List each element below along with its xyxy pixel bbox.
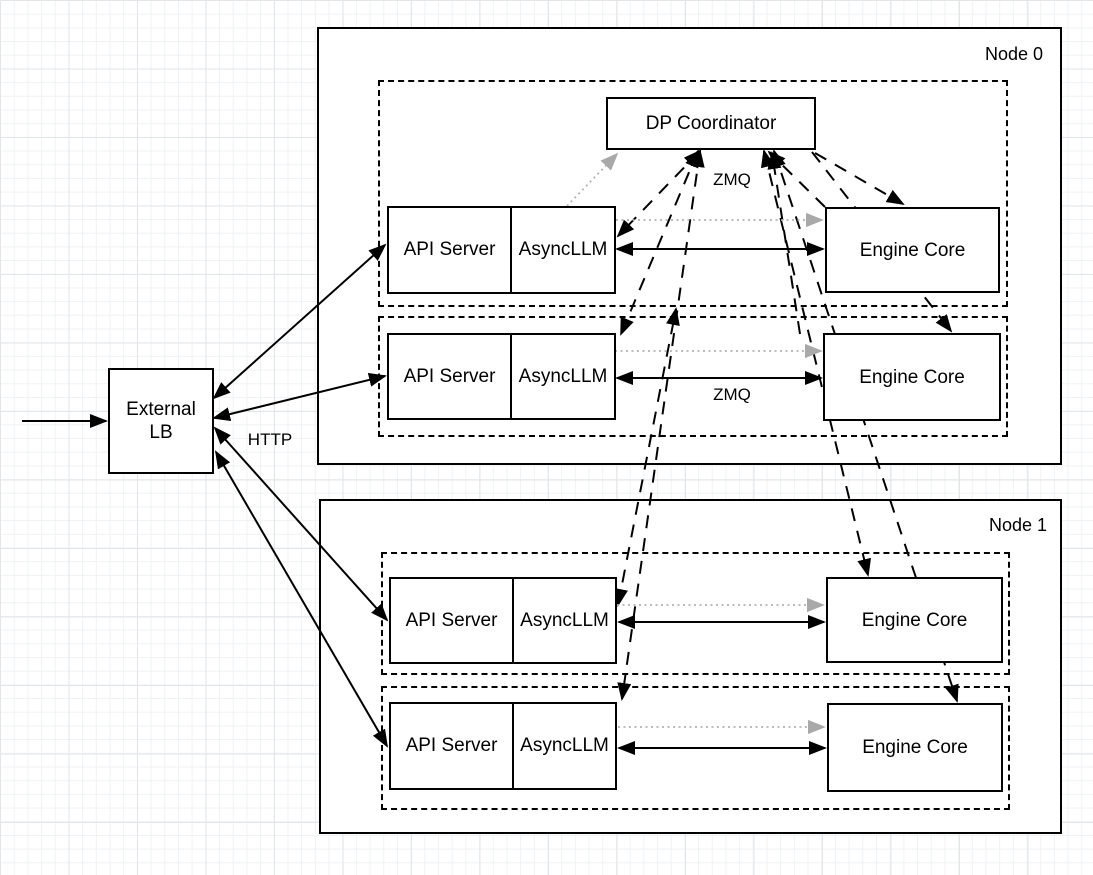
zmq-label-top: ZMQ xyxy=(713,170,751,189)
api-server-cell: API Server xyxy=(389,335,510,418)
async-llm-cell: AsyncLLM xyxy=(512,579,615,662)
engine-core-label: Engine Core xyxy=(859,366,965,388)
node0-label: Node 0 xyxy=(984,44,1043,64)
async-llm-label: AsyncLLM xyxy=(520,609,609,631)
engine-core-box-node1-rank0: Engine Core xyxy=(826,577,1003,663)
http-label: HTTP xyxy=(247,430,293,449)
external-lb-label: External LB xyxy=(126,399,196,443)
engine-core-label: Engine Core xyxy=(862,737,968,758)
async-llm-label: AsyncLLM xyxy=(518,365,608,387)
api-server-cell: API Server xyxy=(389,208,510,292)
engine-core-box-node0-rank0: Engine Core xyxy=(825,207,1000,293)
api-async-box-node1-rank0: API Server AsyncLLM xyxy=(389,577,617,664)
api-async-box-node0-rank1: API Server AsyncLLM xyxy=(387,333,616,420)
external-lb-box: External LB xyxy=(108,368,214,474)
node1-label: Node 1 xyxy=(988,515,1047,535)
api-server-label: API Server xyxy=(405,609,498,631)
api-async-box-node1-rank1: API Server AsyncLLM xyxy=(389,702,617,790)
async-llm-label: AsyncLLM xyxy=(520,735,609,756)
api-async-box-node0-rank0: API Server AsyncLLM xyxy=(387,206,616,294)
zmq-label-node0-rank1: ZMQ xyxy=(713,385,751,404)
api-server-label: API Server xyxy=(405,735,498,756)
engine-core-box-node0-rank1: Engine Core xyxy=(823,333,1001,421)
async-llm-cell: AsyncLLM xyxy=(510,208,614,292)
async-llm-cell: AsyncLLM xyxy=(510,335,614,418)
async-llm-cell: AsyncLLM xyxy=(512,704,615,788)
engine-core-label: Engine Core xyxy=(861,609,968,631)
engine-core-box-node1-rank1: Engine Core xyxy=(827,703,1003,792)
async-llm-label: AsyncLLM xyxy=(518,239,608,260)
engine-core-label: Engine Core xyxy=(859,239,966,261)
api-server-cell: API Server xyxy=(391,704,512,788)
api-server-cell: API Server xyxy=(391,579,512,662)
dp-coordinator-label: DP Coordinator xyxy=(645,113,777,134)
dp-coordinator-box: DP Coordinator xyxy=(606,97,816,150)
api-server-label: API Server xyxy=(403,239,496,260)
api-server-label: API Server xyxy=(403,365,496,387)
